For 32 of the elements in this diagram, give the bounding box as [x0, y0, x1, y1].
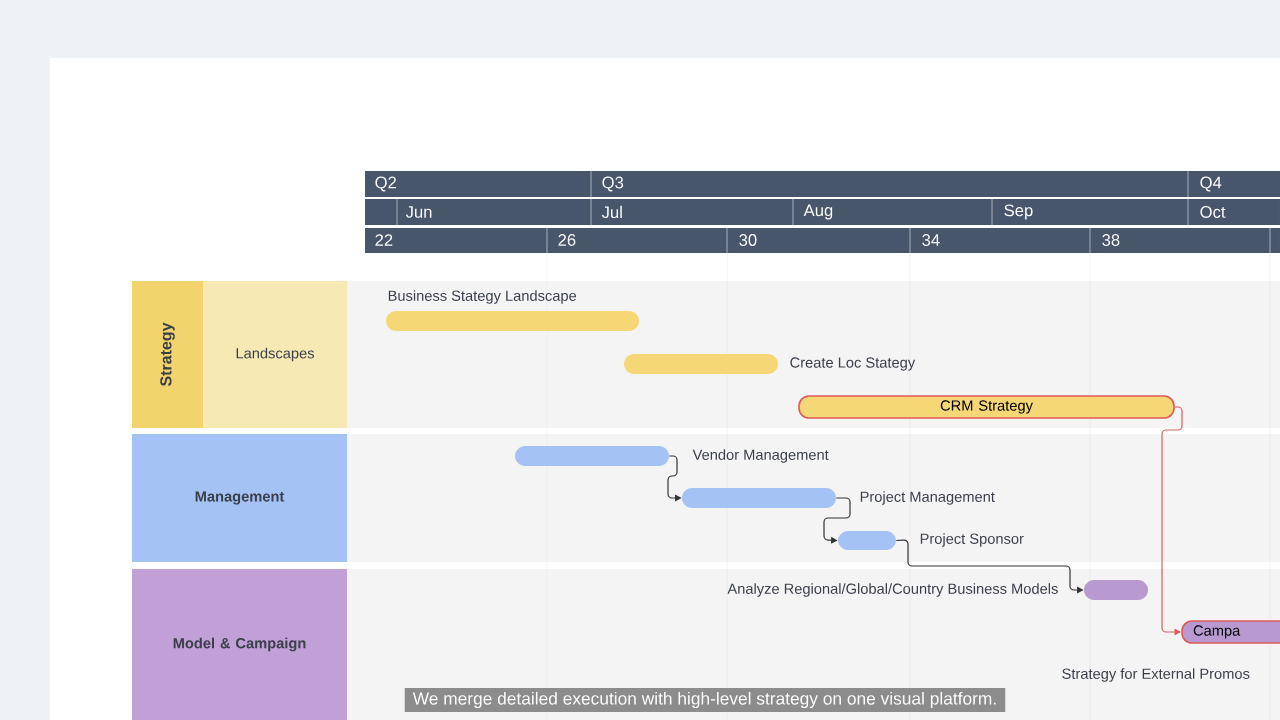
task-label: Project Management	[860, 491, 995, 505]
category-cell: Strategy	[132, 281, 203, 428]
timeline-label: Jul	[601, 205, 622, 219]
dependency-arrow	[823, 497, 851, 544]
subtitle-caption: We merge detailed execution with high-level strategy on one visual platform.	[404, 687, 1006, 713]
timeline-label: Q2	[375, 176, 396, 192]
category-cell: Management	[132, 434, 347, 562]
category-cell: Model & Campaign	[132, 569, 347, 720]
task-label: Analyze Regional/Global/Country Business Models	[727, 583, 1058, 597]
task-bar	[1084, 580, 1148, 600]
timeline-label: 38	[1102, 234, 1120, 246]
task-label: Business Stategy Landscape	[388, 290, 577, 304]
timeline-label: Q3	[602, 176, 624, 192]
timeline-label: Sep	[1004, 204, 1033, 220]
timeline-label: Aug	[803, 204, 833, 220]
task-label: Strategy for External Promos	[1062, 668, 1250, 682]
timeline-label: 30	[739, 234, 757, 246]
timeline-label: Jun	[405, 206, 432, 218]
task-bar: CRM Strategy	[798, 395, 1175, 419]
task-label: Project Sponsor	[920, 533, 1024, 547]
timeline-label: Oct	[1200, 206, 1226, 218]
task-bar	[386, 311, 639, 331]
timeline-label: 34	[922, 234, 940, 246]
dependency-arrow	[1161, 406, 1183, 636]
timeline-label: Q4	[1200, 176, 1222, 192]
category-cell: Landscapes	[203, 281, 347, 428]
timeline-label: 26	[558, 234, 576, 246]
timeline-label: 22	[375, 234, 393, 246]
task-bar: Campa	[1181, 620, 1280, 644]
task-bar	[838, 531, 896, 550]
task-label: Vendor Management	[692, 449, 829, 463]
task-label: Create Loc Stategy	[790, 357, 916, 371]
